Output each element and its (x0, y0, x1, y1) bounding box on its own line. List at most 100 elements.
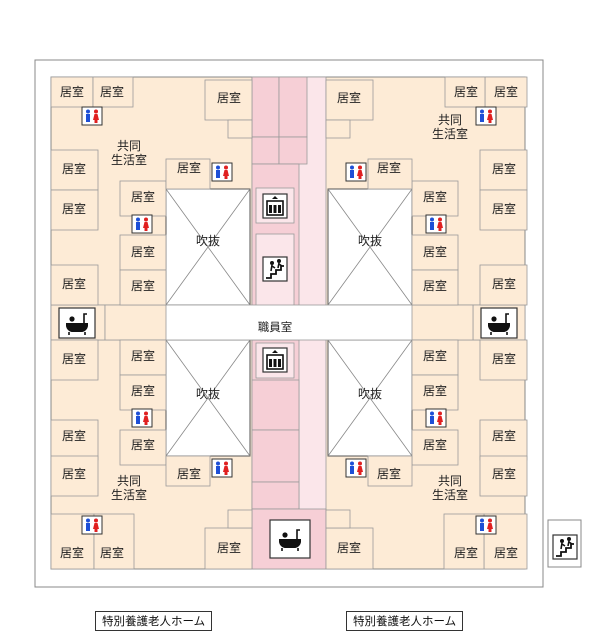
room-right-1 (444, 76, 486, 108)
resident-room-label-left-9: 居室 (177, 160, 201, 175)
room-left-1 (92, 76, 134, 108)
resident-room-label-right-17: 居室 (423, 383, 447, 398)
room-left-12 (50, 419, 99, 461)
resident-room-label-left-16: 居室 (131, 348, 155, 363)
cross-corridor-left (104, 304, 167, 341)
atrium-label-top-left: 吹抜 (196, 234, 220, 248)
resident-room-label-left-12: 居室 (62, 466, 86, 481)
room-left-16 (119, 339, 167, 376)
resident-room-label-right-19: 居室 (377, 466, 401, 481)
resident-room-label-right-0: 居室 (494, 84, 518, 99)
resident-room-label-right-16: 居室 (423, 348, 447, 363)
atrium-top-right (327, 188, 413, 306)
room-left-19 (165, 455, 211, 487)
resident-room-label-right-12: 居室 (492, 466, 516, 481)
labels-layer: 居室居室居室居室居室居室居室居室居室居室居室居室居室居室居室居室居室居室居室居室… (60, 84, 518, 560)
common-living-label-top-right: 共同生活室 (432, 113, 468, 141)
room-right-17 (411, 374, 459, 411)
core-lower-1 (251, 379, 300, 431)
resident-room-label-right-3: 居室 (492, 161, 516, 176)
common-living-label-bottom-left: 共同生活室 (111, 474, 147, 502)
toilet-icon-left-0 (81, 106, 103, 126)
atrium-bottom-right (327, 339, 413, 457)
room-right-21 (325, 509, 351, 529)
resident-room-label-left-10: 居室 (62, 351, 86, 366)
resident-room-label-right-13: 居室 (494, 545, 518, 560)
resident-room-label-right-5: 居室 (492, 276, 516, 291)
bath-icon-right (480, 307, 518, 339)
atrium-label-top-right: 吹抜 (358, 234, 382, 248)
toilet-icon-left-4 (211, 458, 233, 478)
stairs-icon-core (262, 256, 288, 282)
elevator-icon-bottom (262, 347, 288, 373)
resident-room-label-left-3: 居室 (62, 161, 86, 176)
atrium-top-left (165, 188, 251, 306)
resident-room-label-left-15: 居室 (217, 540, 241, 555)
room-left-3 (50, 189, 99, 231)
core-lower-3 (251, 481, 300, 510)
toilet-icon-left-5 (81, 515, 103, 535)
resident-room-label-right-15: 居室 (337, 540, 361, 555)
resident-room-label-left-17: 居室 (131, 383, 155, 398)
core-lower-2 (251, 429, 300, 483)
room-right-18 (411, 429, 459, 466)
common-living-label-bottom-right: 共同生活室 (432, 474, 468, 502)
room-right-2 (479, 149, 528, 191)
resident-room-label-left-18: 居室 (131, 437, 155, 452)
resident-room-label-right-18: 居室 (423, 437, 447, 452)
room-right-3 (479, 189, 528, 231)
room-left-7 (119, 269, 167, 306)
room-left-13 (50, 455, 99, 497)
resident-room-label-left-13: 居室 (60, 545, 84, 560)
bath-icon-center (269, 519, 311, 559)
room-right-7 (411, 269, 459, 306)
room-left-0 (50, 76, 94, 108)
room-outlines (50, 76, 528, 570)
resident-room-label-left-6: 居室 (131, 189, 155, 204)
resident-room-label-right-1: 居室 (454, 84, 478, 99)
resident-room-label-right-4: 居室 (492, 201, 516, 216)
toilet-icon-right-0 (475, 106, 497, 126)
corridor-top-right (278, 76, 308, 138)
room-left-4 (50, 264, 99, 306)
resident-room-label-right-10: 居室 (492, 351, 516, 366)
room-left-10 (227, 119, 253, 139)
atrium-label-bottom-left: 吹抜 (196, 387, 220, 401)
room-left-21 (227, 509, 253, 529)
resident-room-label-left-19: 居室 (177, 466, 201, 481)
cross-corridor-right (411, 304, 474, 341)
room-right-4 (479, 264, 528, 306)
resident-room-label-left-11: 居室 (62, 428, 86, 443)
stairs-icon-annex (552, 534, 578, 560)
room-right-20 (325, 527, 374, 570)
resident-room-label-left-8: 居室 (131, 278, 155, 293)
room-right-10 (325, 119, 351, 139)
room-right-13 (479, 455, 528, 497)
bath-icon-left (58, 307, 96, 339)
toilet-icon-left-3 (131, 408, 153, 428)
facility-caption-left: 特別養護老人ホーム (95, 611, 213, 631)
toilet-icon-right-4 (345, 458, 367, 478)
common-living-label-top-left: 共同生活室 (111, 139, 147, 167)
room-right-0 (484, 76, 528, 108)
resident-room-label-right-9: 居室 (377, 160, 401, 175)
resident-room-label-left-1: 居室 (100, 84, 124, 99)
resident-room-label-right-14: 居室 (454, 545, 478, 560)
resident-room-label-left-2: 居室 (217, 90, 241, 105)
staff-room-label: 職員室 (258, 320, 293, 334)
icons-layer (58, 106, 578, 560)
toilet-icon-left-1 (211, 162, 233, 182)
resident-room-label-left-4: 居室 (62, 201, 86, 216)
corridor-strip-right (278, 136, 308, 165)
resident-room-label-left-14: 居室 (100, 545, 124, 560)
room-left-8 (165, 158, 211, 190)
toilet-icon-right-3 (425, 408, 447, 428)
corridor-top-left (251, 76, 280, 138)
resident-room-label-right-6: 居室 (423, 189, 447, 204)
elevator-icon-top (262, 193, 288, 219)
resident-room-label-left-5: 居室 (62, 276, 86, 291)
toilet-icon-right-5 (475, 515, 497, 535)
atrium-bottom-left (165, 339, 251, 457)
facility-caption-right: 特別養護老人ホーム (346, 611, 464, 631)
